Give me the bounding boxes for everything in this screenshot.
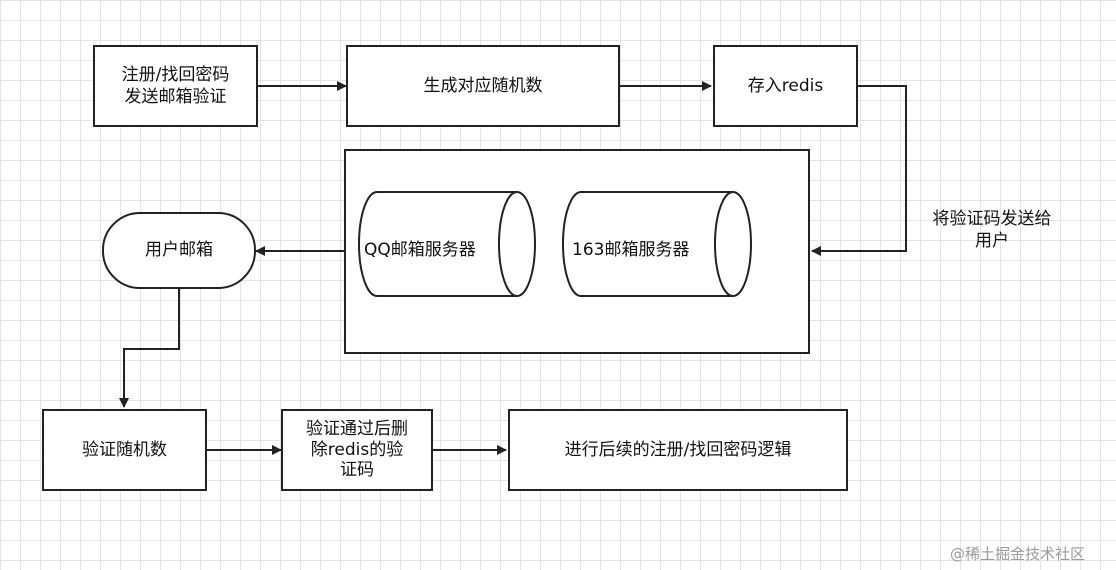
user-mailbox-box: 用户邮箱 [102,212,256,289]
qq-mail-server-cylinder [358,191,536,297]
arrow-mailbox-to-verify [119,288,180,408]
verify-random-box: 验证随机数 [42,409,207,491]
watermark: @稀土掘金技术社区 [950,545,1086,563]
user-mailbox-label: 用户邮箱 [145,240,213,261]
mail-163-server-label: 163邮箱服务器 [572,240,690,260]
delete-redis-code-label: 验证通过后删 除redis的验 证码 [306,418,408,481]
continue-logic-box: 进行后续的注册/找回密码逻辑 [508,409,848,491]
store-redis-box: 存入redis [713,45,858,127]
delete-redis-code-box: 验证通过后删 除redis的验 证码 [281,409,433,491]
generate-random-box: 生成对应随机数 [346,45,620,127]
arrow-redis-to-mail-servers [811,85,907,256]
register-send-email-label: 注册/找回密码 发送邮箱验证 [121,64,230,107]
verify-random-label: 验证随机数 [82,439,167,460]
store-redis-label: 存入redis [747,75,824,96]
continue-logic-label: 进行后续的注册/找回密码逻辑 [564,439,792,460]
qq-mail-server-label: QQ邮箱服务器 [364,240,476,260]
generate-random-label: 生成对应随机数 [423,75,543,96]
send-to-user-label: 将验证码发送给 用户 [932,209,1052,252]
mail-163-server-cylinder [562,191,752,297]
register-send-email-box: 注册/找回密码 发送邮箱验证 [93,45,258,127]
